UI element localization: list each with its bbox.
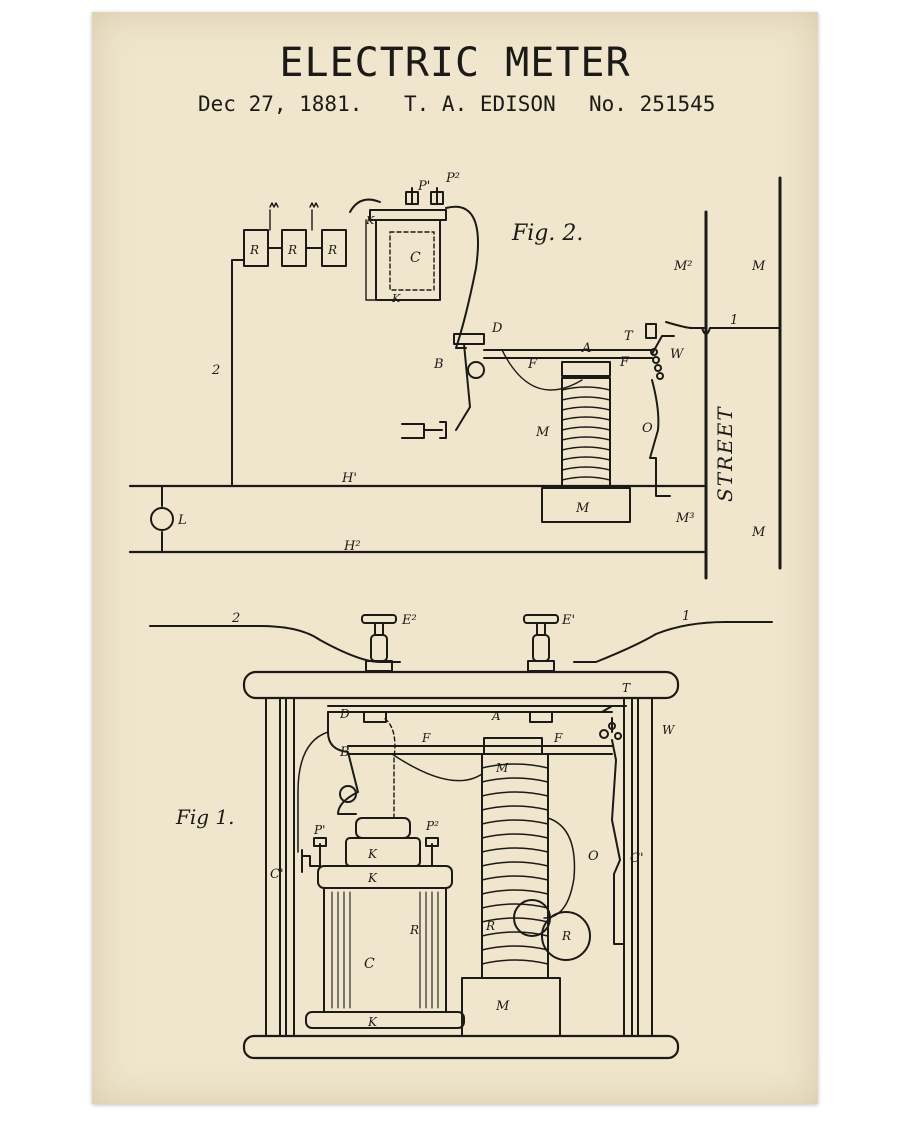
fig2-label-1: 1 — [730, 313, 738, 328]
fig1-label-a: A — [491, 709, 501, 723]
fig2-caption: Fig. 2. — [511, 221, 583, 246]
fig1-label-t: T — [622, 681, 631, 695]
fig1-label-p2: P² — [425, 819, 439, 833]
fig2-label-h2: H² — [343, 539, 361, 554]
fig1-label-d: D — [339, 707, 350, 721]
fig2-label-o: O — [642, 421, 653, 436]
resistor-coil-right — [541, 911, 591, 961]
fig1-label-r1: R — [409, 923, 419, 937]
fig2-label-m-right-top: M — [751, 259, 766, 274]
fig2-label-2: 2 — [211, 363, 220, 378]
fig1-label-r2: R — [485, 919, 495, 933]
fig1-caption: Fig 1. — [175, 805, 235, 829]
fig1-label-c1-left: C' — [270, 867, 284, 882]
poster-title: ELECTRIC METER — [279, 40, 631, 86]
fig2-label-p2: P² — [445, 171, 460, 186]
fig1-label-c1-right: C' — [630, 851, 644, 866]
fig1-label-1: 1 — [682, 609, 690, 624]
fig2-label-b: B — [433, 357, 444, 372]
fig2-label-r3: R — [327, 243, 337, 257]
fig2-label-m2: M² — [673, 259, 693, 274]
fig1-label-r3: R — [561, 929, 571, 943]
fig2-label-m-base: M — [575, 501, 590, 516]
fig2-label-f1: F — [527, 357, 538, 372]
fig1-label-m-base: M — [495, 999, 510, 1014]
fig1-label-c: C — [364, 956, 375, 972]
solenoid-coil-fig1 — [461, 753, 561, 1037]
fig2-label-r2: R — [287, 243, 297, 257]
fig2-label-t: T — [624, 329, 634, 344]
electrolytic-cell-fig2 — [365, 187, 479, 349]
fig2-label-m3: M³ — [675, 511, 695, 526]
fig1-apparatus — [149, 614, 773, 1060]
fig2-label-p1: P' — [417, 179, 430, 194]
patent-subtitle: Dec 27, 1881. T. A. EDISON No. 251545 — [92, 92, 818, 122]
fig2-label-r1: R — [249, 243, 259, 257]
fig2-schematic — [128, 176, 782, 580]
fig2-label-k-bottom: K — [391, 292, 401, 305]
fig1-label-o: O — [588, 849, 599, 864]
patent-drawing: Fig. 2. P' P² K K C R R R D A B F F T W … — [128, 171, 782, 1060]
electrolytic-cell-fig1 — [301, 717, 465, 1029]
fig1-label-k1: K — [367, 847, 378, 861]
fig2-label-k-top: K — [365, 214, 375, 227]
fig1-label-e1: E' — [561, 613, 575, 628]
fig1-label-f1: F — [421, 731, 431, 745]
lamp-symbol — [150, 507, 174, 531]
fig2-label-h1: H' — [341, 471, 357, 486]
patent-poster: ELECTRIC METER Dec 27, 1881. T. A. EDISO… — [92, 12, 818, 1104]
fig1-label-b: B — [339, 745, 350, 760]
resistor-boxes — [243, 198, 381, 267]
fig2-label-a: A — [581, 341, 591, 356]
solenoid-coil-fig2 — [541, 377, 631, 523]
fig1-label-k3: K — [367, 1015, 378, 1029]
fig2-label-l: L — [177, 513, 187, 528]
binding-post-e2 — [361, 614, 397, 672]
lever-arm-fig2 — [453, 321, 707, 497]
fig2-label-d: D — [491, 321, 503, 336]
fig1-label-k2: K — [367, 871, 378, 885]
fig2-label-m-right-bottom: M — [751, 525, 766, 540]
patent-inventor: T. A. EDISON — [404, 92, 556, 116]
fig2-label-w: W — [670, 347, 685, 362]
patent-number: No. 251545 — [589, 92, 716, 116]
fig2-label-c: C — [410, 250, 421, 266]
fig1-label-f2: F — [553, 731, 563, 745]
binding-post-e1 — [523, 614, 559, 672]
fig2-label-street: STREET — [713, 405, 737, 502]
fig1-label-2: 2 — [231, 611, 240, 626]
fig1-label-p1: P' — [313, 823, 325, 837]
fig1-label-m-top: M — [495, 761, 509, 775]
fig1-label-e2: E² — [401, 613, 417, 628]
fig1-label-w: W — [662, 723, 676, 737]
patent-date: Dec 27, 1881. — [198, 92, 363, 116]
fig2-label-f2: F — [619, 355, 630, 370]
fig2-label-m-coil: M — [535, 425, 550, 440]
